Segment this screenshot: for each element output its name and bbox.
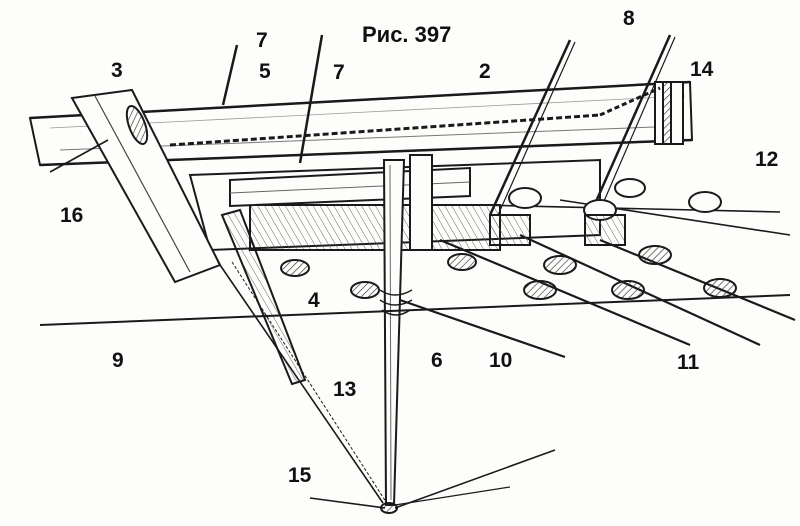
label-12: 12 bbox=[755, 148, 779, 171]
spar-cap bbox=[654, 81, 684, 145]
label-4: 4 bbox=[308, 289, 320, 312]
chain bbox=[169, 86, 661, 147]
heel-strap bbox=[70, 88, 222, 284]
label-2: 2 bbox=[479, 60, 491, 83]
upper-spar bbox=[28, 80, 694, 167]
label-6: 6 bbox=[431, 349, 443, 372]
rods-7 bbox=[221, 34, 324, 164]
label-10: 10 bbox=[489, 349, 513, 372]
blocks bbox=[280, 154, 737, 300]
label-5: 5 bbox=[259, 60, 271, 83]
label-16: 16 bbox=[60, 204, 84, 227]
stays-8 bbox=[488, 34, 676, 216]
label-14: 14 bbox=[690, 58, 714, 81]
label-8: 8 bbox=[623, 7, 635, 30]
label-13: 13 bbox=[333, 378, 357, 401]
label-15: 15 bbox=[288, 464, 312, 487]
dolphin-striker bbox=[379, 159, 413, 514]
label-7-left: 7 bbox=[256, 29, 268, 52]
label-11: 11 bbox=[677, 351, 700, 374]
label-7-right: 7 bbox=[333, 61, 345, 84]
whisker-boom bbox=[220, 208, 307, 386]
figure-title: Рис. 397 bbox=[362, 22, 452, 47]
label-9: 9 bbox=[112, 349, 124, 372]
rigging-lines bbox=[39, 139, 796, 509]
label-3: 3 bbox=[111, 59, 123, 82]
